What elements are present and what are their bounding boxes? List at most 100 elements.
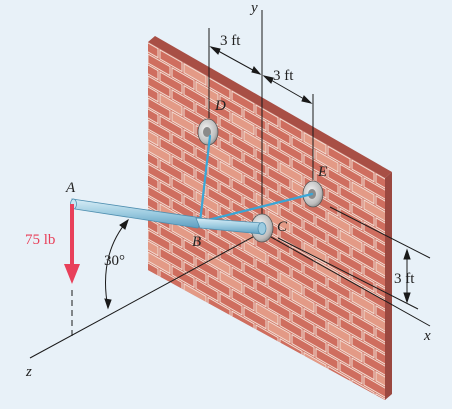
brick bbox=[351, 181, 375, 205]
brick bbox=[327, 255, 351, 279]
brick bbox=[195, 256, 219, 281]
brick bbox=[279, 315, 303, 340]
brick bbox=[375, 194, 385, 219]
label-angle: 30° bbox=[104, 253, 125, 269]
brick bbox=[279, 205, 303, 230]
brick bbox=[219, 270, 243, 294]
brick bbox=[400, 232, 422, 254]
brick bbox=[148, 97, 171, 121]
brick bbox=[243, 130, 267, 154]
brick bbox=[375, 172, 385, 197]
brick bbox=[219, 94, 243, 118]
brick bbox=[148, 101, 159, 125]
brick bbox=[124, 128, 146, 150]
coordinate-axes bbox=[29, 10, 431, 359]
brick bbox=[124, 18, 146, 40]
label-dim-top-left: 3 ft bbox=[220, 33, 241, 49]
brick bbox=[159, 71, 183, 95]
brick bbox=[148, 141, 171, 165]
brick bbox=[231, 134, 255, 158]
brick bbox=[171, 220, 195, 245]
brick bbox=[363, 375, 385, 399]
brick bbox=[159, 93, 183, 117]
brick bbox=[183, 62, 207, 87]
brick bbox=[327, 343, 351, 367]
brick bbox=[124, 172, 146, 194]
brick bbox=[243, 174, 267, 198]
brick bbox=[159, 49, 183, 73]
brick bbox=[159, 115, 183, 139]
brick bbox=[363, 353, 385, 377]
brick bbox=[124, 40, 146, 62]
brick bbox=[207, 76, 231, 100]
brick bbox=[207, 186, 231, 210]
brick bbox=[303, 307, 327, 331]
brick bbox=[171, 264, 195, 289]
brick bbox=[315, 347, 339, 371]
brick bbox=[231, 156, 255, 180]
brick-wall bbox=[124, 18, 422, 400]
brick bbox=[291, 157, 315, 182]
force-arrow bbox=[64, 204, 80, 338]
brick bbox=[219, 226, 243, 250]
brick bbox=[219, 138, 243, 162]
ext-line-e-right bbox=[329, 206, 431, 259]
brick bbox=[327, 211, 351, 235]
brick bbox=[124, 84, 146, 106]
brick bbox=[315, 171, 339, 195]
brick bbox=[315, 303, 339, 327]
brick bbox=[351, 335, 375, 359]
brick bbox=[303, 131, 327, 155]
brick bbox=[171, 66, 195, 91]
brick bbox=[243, 240, 267, 264]
brick bbox=[363, 177, 385, 201]
label-point-e: E bbox=[317, 164, 327, 180]
brick bbox=[375, 238, 385, 263]
brick bbox=[267, 298, 291, 322]
brick bbox=[231, 244, 255, 268]
label-point-c: C bbox=[277, 219, 288, 235]
brick bbox=[375, 216, 385, 241]
brick bbox=[303, 153, 327, 177]
label-point-b: B bbox=[192, 234, 201, 250]
brick bbox=[255, 280, 279, 304]
brick bbox=[207, 274, 231, 298]
brick bbox=[291, 333, 315, 358]
brick bbox=[291, 135, 315, 160]
brick bbox=[351, 247, 375, 271]
brick bbox=[231, 90, 255, 114]
brick bbox=[207, 164, 231, 188]
brick bbox=[279, 293, 303, 318]
brick bbox=[267, 320, 291, 344]
brick bbox=[351, 203, 375, 227]
brick bbox=[148, 167, 159, 191]
brick bbox=[231, 178, 255, 202]
wall-side-edge bbox=[385, 172, 392, 400]
brick bbox=[339, 229, 363, 253]
brick bbox=[171, 242, 195, 267]
brick bbox=[267, 122, 291, 146]
brick bbox=[363, 331, 385, 355]
brick bbox=[279, 249, 303, 274]
brick bbox=[291, 289, 315, 314]
cable-be bbox=[198, 192, 314, 224]
brick bbox=[279, 271, 303, 296]
brick bbox=[219, 116, 243, 140]
brick bbox=[363, 243, 385, 267]
brick bbox=[339, 163, 363, 187]
brick bbox=[363, 265, 385, 289]
brick bbox=[351, 357, 375, 381]
labels: A B C D E y x z 3 ft 3 ft 3 ft 75 lb 30° bbox=[25, 0, 431, 380]
brick bbox=[303, 241, 327, 265]
brick bbox=[219, 160, 243, 184]
brick bbox=[195, 102, 219, 127]
brick bbox=[375, 282, 385, 307]
brick bbox=[303, 219, 327, 243]
brick bbox=[183, 172, 207, 197]
brick bbox=[351, 159, 375, 183]
brick bbox=[183, 84, 207, 109]
brick bbox=[279, 183, 303, 208]
brick bbox=[400, 210, 422, 232]
brick bbox=[171, 154, 195, 179]
